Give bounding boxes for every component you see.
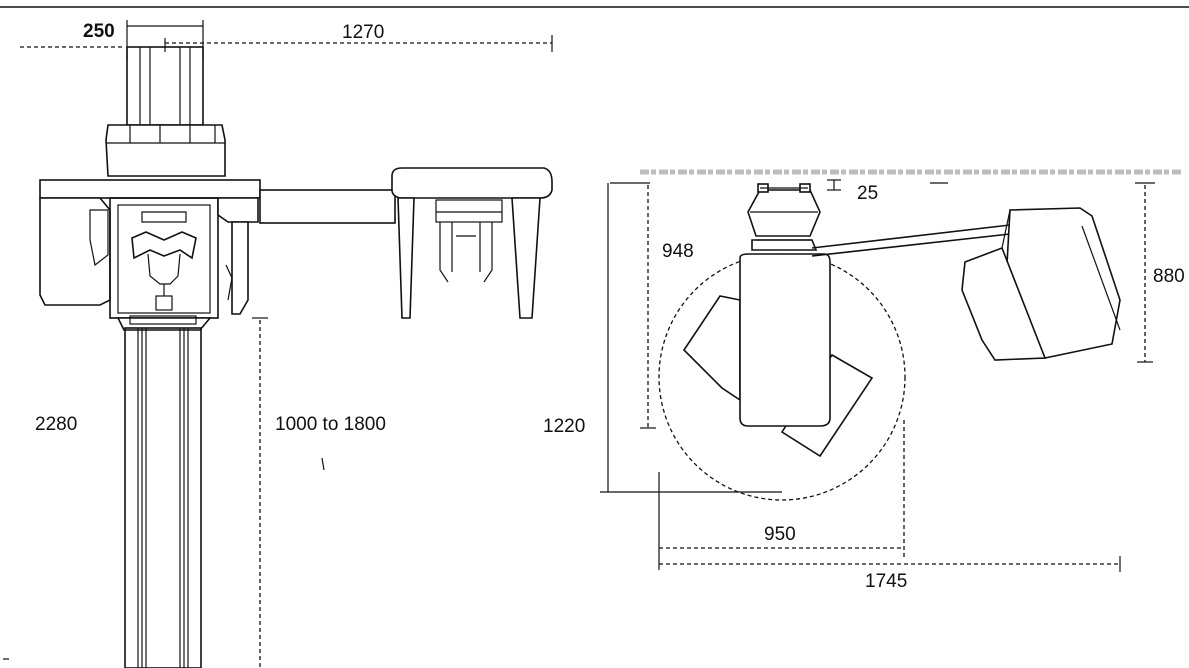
swing-circle: [658, 253, 906, 501]
dim-arm-depth: 948: [662, 241, 694, 262]
side-view: [3, 20, 553, 668]
dim-total-height: 2280: [35, 414, 77, 435]
dim-total-width: 1745: [865, 571, 907, 592]
top-view: [600, 169, 1182, 572]
dim-head-depth: 880: [1153, 266, 1185, 287]
dim-swing-diameter: 950: [764, 524, 796, 545]
dim-column-width: 250: [83, 21, 115, 42]
dim-top-depth: 1220: [543, 416, 585, 437]
dim-cap-height: 25: [857, 183, 878, 204]
dim-arm-reach: 1270: [342, 22, 384, 43]
dim-height-range: 1000 to 1800: [275, 414, 386, 435]
